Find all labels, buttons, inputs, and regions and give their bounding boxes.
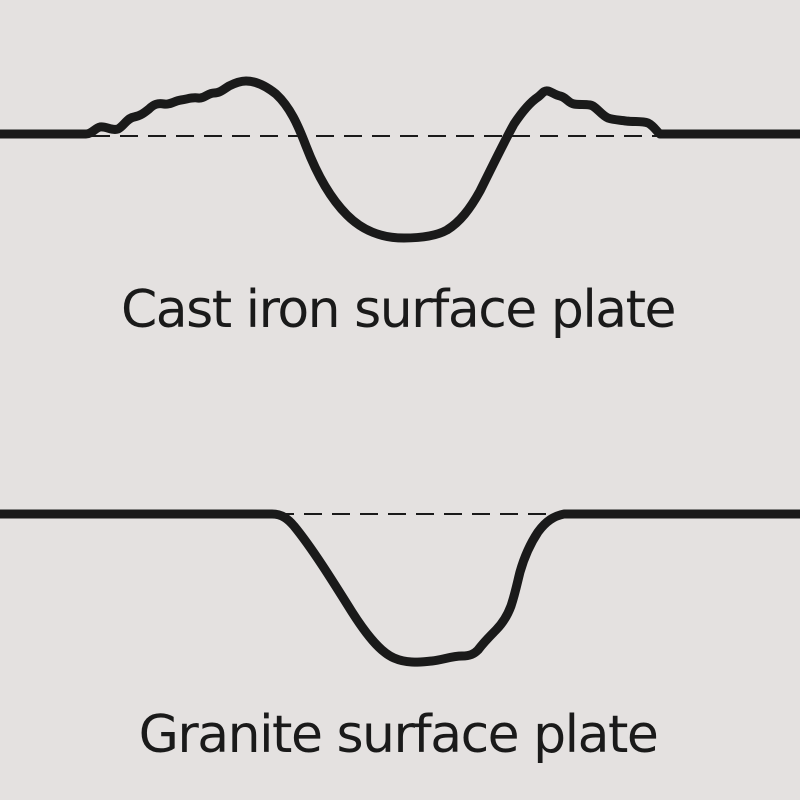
granite-profile xyxy=(0,509,800,667)
cast-iron-profile xyxy=(0,76,800,243)
granite-panel: Granite surface plate xyxy=(0,509,800,765)
cast-iron-panel: Cast iron surface plate xyxy=(0,76,800,340)
granite-caption: Granite surface plate xyxy=(139,705,658,765)
cast-iron-caption: Cast iron surface plate xyxy=(121,280,675,340)
